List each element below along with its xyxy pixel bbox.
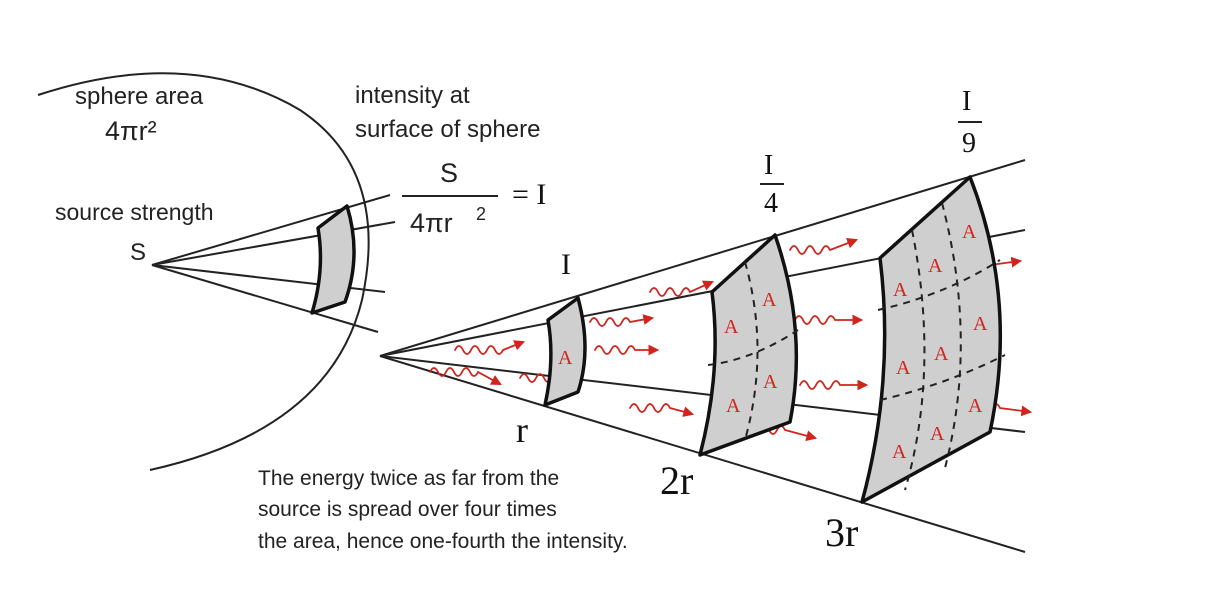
intensity-at-2r-denominator: 4 [764,188,778,219]
distance-3r: 3r [825,510,858,555]
patch-3r-label-a2: A [928,255,943,277]
sphere-area-label: sphere area [75,83,204,110]
patch-3r-label-a4: A [896,357,911,379]
patch-2r-label-a1: A [724,316,739,338]
patch-r: A [543,296,587,407]
caption-line1: The energy twice as far from the [258,467,559,490]
patch-3r-label-a3: A [962,221,977,243]
patch-3r-label-a7: A [892,441,907,463]
patch-3r-label-a8: A [930,423,945,445]
small-cone [151,194,396,333]
distance-r: r [516,410,528,450]
patch-3r-label-a5: A [934,343,949,365]
patch-2r-label-a3: A [726,395,741,417]
formula-denominator-exponent: 2 [476,204,486,224]
sphere-area-formula: 4πr² [105,116,157,146]
caption-line3: the area, hence one-fourth the intensity… [258,530,628,553]
sphere-arc [37,72,370,471]
formula-result: = I [512,178,546,211]
patch-3r-label-a1: A [893,279,908,301]
intensity-at-2r-numerator: I [764,150,773,181]
patch-3r-label-a9: A [968,395,983,417]
intensity-at-r: I [561,248,571,281]
patch-3r-label-a6: A [973,313,988,335]
source-symbol: S [130,239,146,266]
intensity-at-3r-numerator: I [962,86,971,117]
source-strength-label: source strength [55,199,214,225]
formula-denominator: 4πr [410,208,453,238]
patch-2r-label-a2: A [762,289,777,311]
distance-2r: 2r [660,458,693,503]
caption-line2: source is spread over four times [258,498,557,521]
intensity-label-line1: intensity at [355,82,470,109]
patch-3r: A A A A A A A A A [860,175,1006,504]
patch-2r-label-a4: A [763,371,778,393]
patch-r-label-a: A [558,347,573,369]
intensity-label-line2: surface of sphere [355,116,540,143]
intensity-at-3r-denominator: 9 [962,128,976,159]
patch-2r: A A A A [698,233,799,457]
small-sphere-patch [310,204,356,315]
formula-numerator: S [440,158,458,188]
